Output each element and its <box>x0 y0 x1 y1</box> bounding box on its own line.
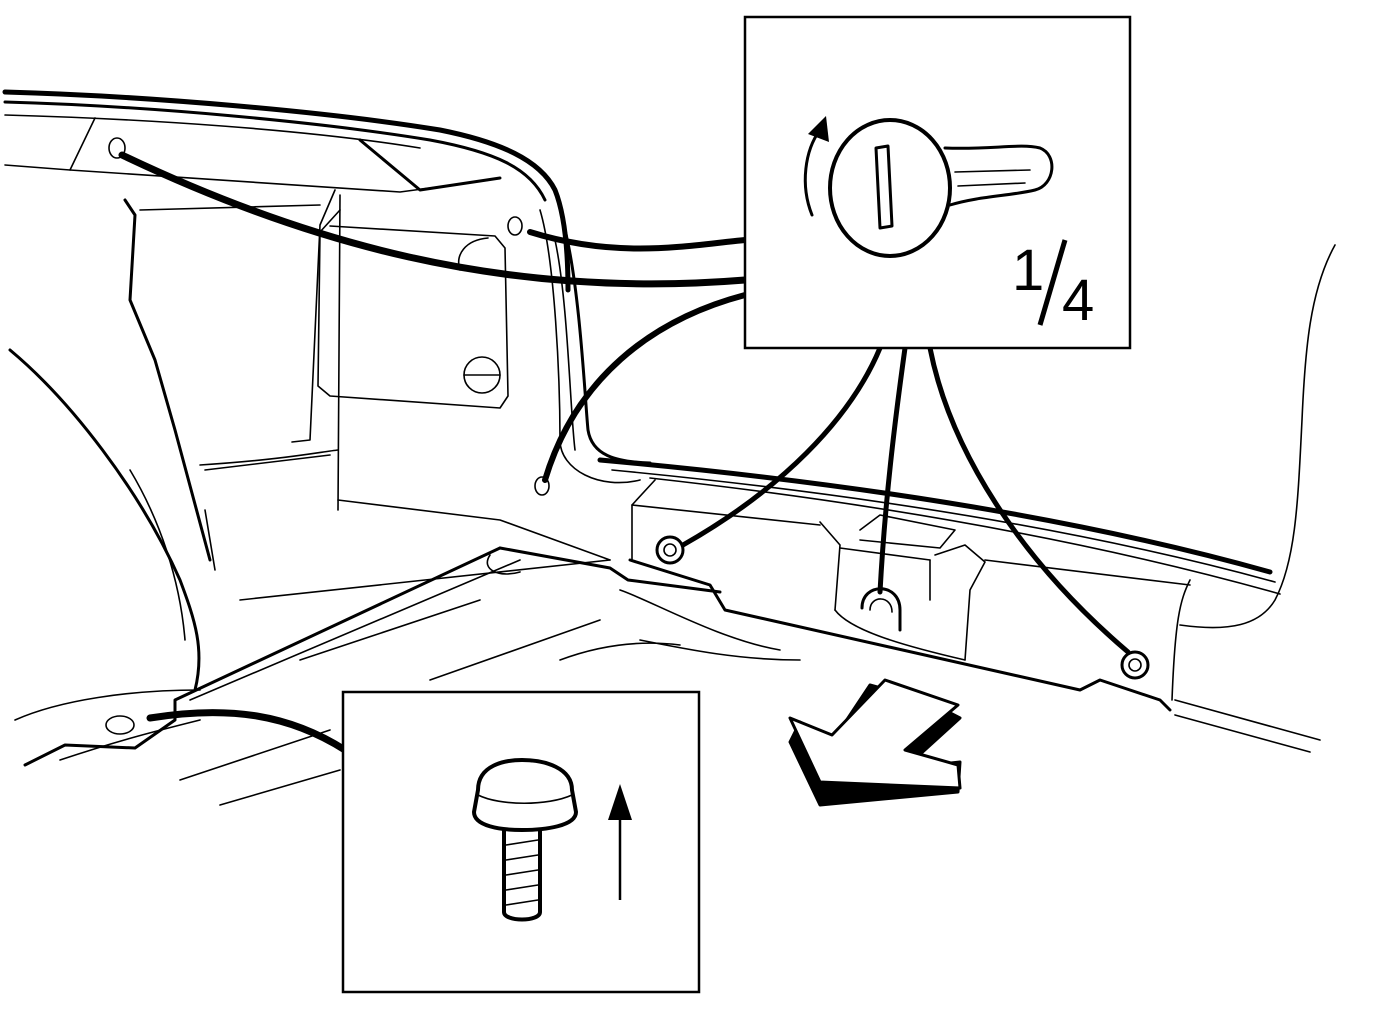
quarter-turn-callout: 1 4 <box>743 15 1132 350</box>
quarter-turn-fastener-icon <box>803 116 1054 258</box>
sill-clip-right <box>1120 650 1150 680</box>
block-arrow-icon <box>788 678 962 807</box>
fraction-numerator: 1 <box>1012 238 1044 303</box>
fraction-denominator: 4 <box>1062 268 1094 333</box>
arrow-up-icon <box>608 784 632 900</box>
sill-clip-left <box>655 535 685 565</box>
sill-clip-center <box>860 587 902 632</box>
bolt-callout <box>341 690 701 994</box>
bolt-icon <box>472 758 578 922</box>
quarter-turn-label: 1 4 <box>1012 238 1094 333</box>
callout-leader-lines <box>118 151 1131 754</box>
